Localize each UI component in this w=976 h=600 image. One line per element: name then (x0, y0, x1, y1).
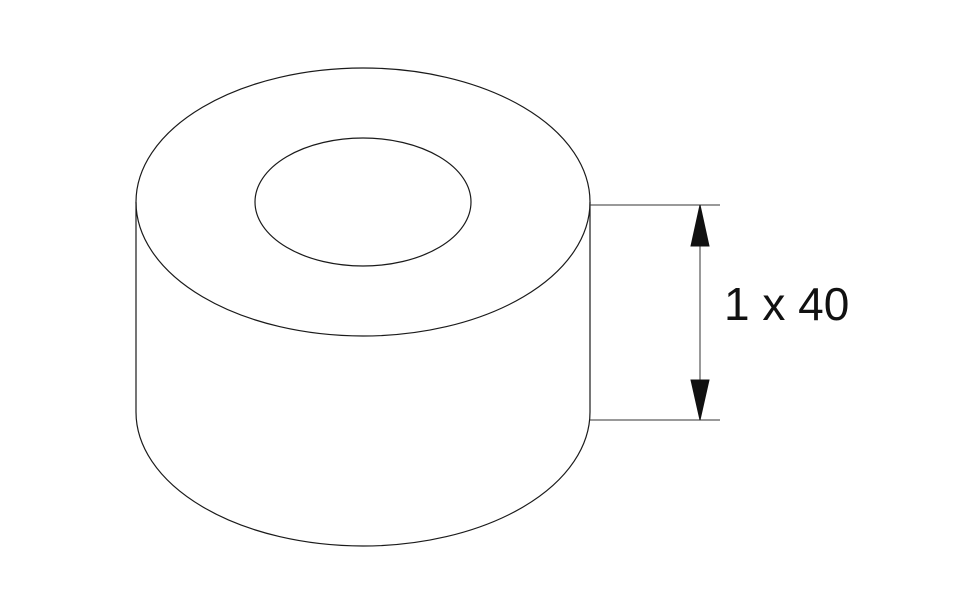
height-dimension: 1 x 40 (590, 204, 849, 421)
cylinder (135, 67, 591, 547)
arrow-down-icon (690, 379, 710, 421)
inner-hole-edge (254, 137, 472, 267)
dimension-label: 1 x 40 (724, 278, 849, 330)
arrow-up-icon (690, 204, 710, 247)
bottom-edge (135, 411, 591, 547)
top-outer-edge (135, 67, 591, 337)
